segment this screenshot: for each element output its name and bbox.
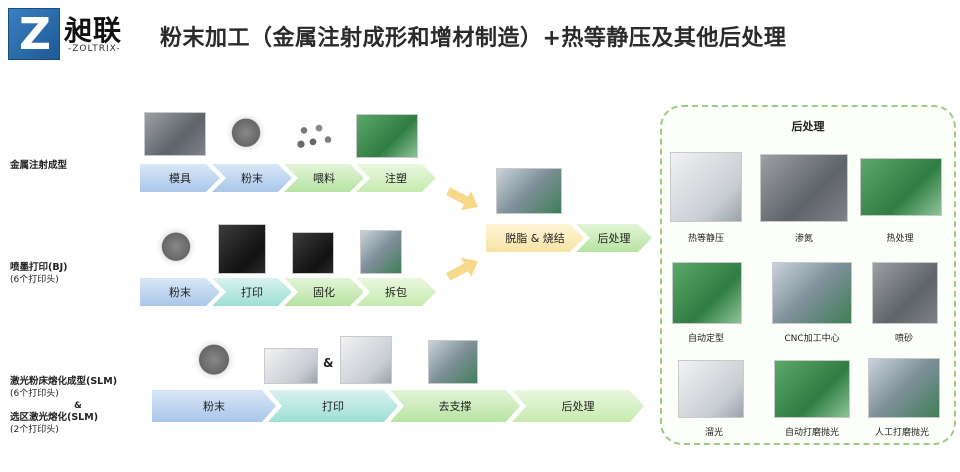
powder-photo-bj xyxy=(150,226,202,272)
powder-photo-slm xyxy=(186,338,242,386)
post-item-heat-treatment: 热处理 xyxy=(886,234,914,244)
step-mold-label: 模具 xyxy=(169,172,191,185)
step-powder-mim-label: 粉末 xyxy=(241,172,263,185)
slm-printer-photo-1 xyxy=(264,348,318,384)
step-post-process-slm: 后处理 xyxy=(512,390,644,422)
heat-treatment-photo xyxy=(860,158,942,216)
step-powder-bj: 粉末 xyxy=(140,278,220,306)
step-injection-label: 注塑 xyxy=(385,172,407,185)
post-item-cnc: CNC加工中心 xyxy=(784,334,840,344)
hip-photo xyxy=(670,152,742,222)
step-cure-label: 固化 xyxy=(313,286,335,299)
support-removal-photo xyxy=(428,340,478,384)
step-post-process-slm-label: 后处理 xyxy=(561,400,595,413)
post-item-auto-polish: 自动打磨抛光 xyxy=(784,428,839,438)
step-unpack-label: 拆包 xyxy=(385,286,407,299)
row-label-slm-text: 激光粉床熔化成型(SLM) xyxy=(10,376,118,387)
nitriding-photo xyxy=(760,154,848,222)
row-label-mim-text: 金属注射成型 xyxy=(10,160,68,171)
step-powder-bj-label: 粉末 xyxy=(169,286,191,299)
injection-photo xyxy=(356,114,418,158)
sandblast-photo xyxy=(872,262,938,324)
sinter-photo xyxy=(496,168,562,214)
step-powder-mim: 粉末 xyxy=(212,164,292,192)
step-powder-slm-label: 粉末 xyxy=(203,400,225,413)
post-process-title: 后处理 xyxy=(791,120,825,133)
row-label-amp: & xyxy=(74,401,82,411)
auto-polish-photo xyxy=(774,360,850,418)
step-debind-sinter-label: 脱脂 & 烧结 xyxy=(505,232,565,245)
slm-printer-photo-2 xyxy=(340,336,392,384)
row-label-bj: 喷墨打印(BJ) (6个打印头) xyxy=(10,262,67,286)
step-injection: 注塑 xyxy=(356,164,436,192)
post-item-tumbling: 溜光 xyxy=(704,428,723,438)
mold-photo xyxy=(144,112,206,156)
step-debind-sinter: 脱脂 & 烧结 xyxy=(486,224,584,252)
post-item-sandblast: 喷砂 xyxy=(894,334,913,344)
step-print-slm-label: 打印 xyxy=(322,400,344,413)
row-label-slm-sub: (6个打印头) xyxy=(10,389,59,399)
step-post-process-shared: 后处理 xyxy=(576,224,652,252)
step-print-slm: 打印 xyxy=(268,390,398,422)
post-item-hip: 热等静压 xyxy=(687,234,724,244)
curing-oven-photo xyxy=(292,232,334,274)
page-title: 粉末加工（金属注射成形和增材制造）+热等静压及其他后处理 xyxy=(160,26,787,51)
post-item-auto-shaping: 自动定型 xyxy=(687,334,724,344)
feedstock-photo xyxy=(286,112,346,158)
logo: Z xyxy=(8,8,60,60)
post-item-nitriding: 渗氮 xyxy=(794,234,813,244)
step-unpack: 拆包 xyxy=(356,278,436,306)
merge-arrow-top xyxy=(443,181,483,216)
powder-photo-mim xyxy=(220,112,272,158)
depowder-photo xyxy=(360,230,402,274)
row-label-mim: 金属注射成型 xyxy=(10,160,67,172)
row-label-slm2-text: 选区激光熔化(SLM) xyxy=(10,412,99,423)
tumbling-photo xyxy=(678,360,744,418)
step-cure: 固化 xyxy=(284,278,364,306)
step-powder-slm: 粉末 xyxy=(152,390,276,422)
row-label-slm: 激光粉床熔化成型(SLM) (6个打印头) & 选区激光熔化(SLM) (2个打… xyxy=(10,376,117,436)
row-label-bj-sub: (6个打印头) xyxy=(10,275,59,285)
step-print-bj-label: 打印 xyxy=(241,286,263,299)
brand-name-en: -ZOLTRIX- xyxy=(68,44,121,54)
bj-printer-photo xyxy=(218,224,266,274)
logo-z-mark: Z xyxy=(19,9,51,60)
brand-name-cn: 昶联 xyxy=(64,14,123,47)
printer-ampersand: & xyxy=(323,356,334,370)
post-item-manual-polish: 人工打磨抛光 xyxy=(874,428,929,438)
row-label-slm2-sub: (2个打印头) xyxy=(10,425,59,435)
step-print-bj: 打印 xyxy=(212,278,292,306)
manual-polish-photo xyxy=(868,358,940,418)
auto-shaping-photo xyxy=(672,262,742,324)
cnc-photo xyxy=(772,262,852,324)
step-support-removal: 去支撑 xyxy=(390,390,520,422)
step-feedstock-label: 喂料 xyxy=(313,172,335,185)
merge-arrow-bottom xyxy=(443,251,483,286)
step-mold: 模具 xyxy=(140,164,220,192)
step-feedstock: 喂料 xyxy=(284,164,364,192)
step-post-process-shared-label: 后处理 xyxy=(597,232,631,245)
row-label-bj-text: 喷墨打印(BJ) xyxy=(10,262,68,273)
step-support-removal-label: 去支撑 xyxy=(438,400,472,413)
